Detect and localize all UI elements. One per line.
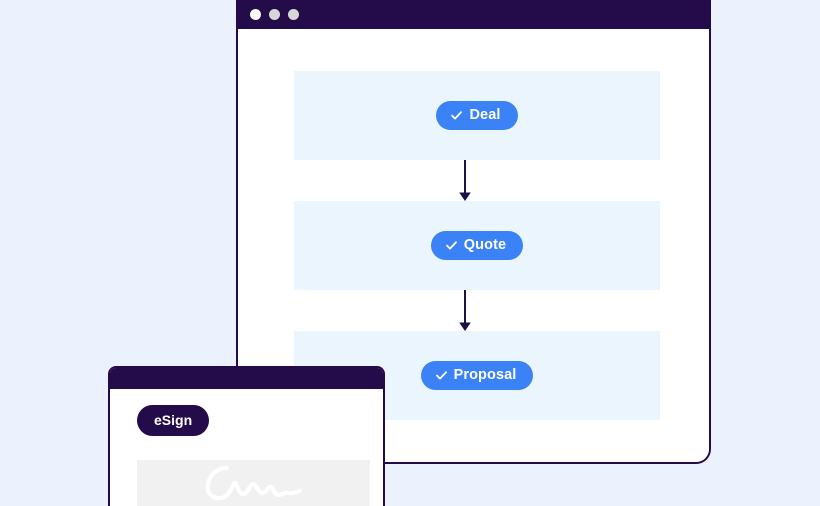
esign-badge[interactable]: eSign: [137, 405, 210, 436]
stage-pill-label: Proposal: [453, 366, 517, 383]
arrow-quote-to-proposal: [238, 290, 709, 332]
esign-window-body: eSign: [110, 389, 383, 506]
check-icon: [445, 239, 458, 252]
workflow-window: Deal Quote: [236, 0, 711, 464]
workflow-canvas: Deal Quote: [238, 29, 709, 462]
check-icon: [435, 369, 448, 382]
window-dot-maximize[interactable]: [288, 9, 299, 20]
arrow-deal-to-quote: [238, 160, 709, 202]
stage-pill-label: Quote: [463, 236, 507, 253]
workflow-step-row-deal: Deal: [294, 71, 660, 160]
signature-field[interactable]: [137, 460, 370, 506]
window-dot-minimize[interactable]: [269, 9, 280, 20]
workflow-step-row-quote: Quote: [294, 201, 660, 290]
window-dot-close[interactable]: [250, 9, 261, 20]
stage-pill-deal[interactable]: Deal: [436, 100, 518, 131]
esign-window: eSign: [108, 366, 385, 506]
stage-pill-proposal[interactable]: Proposal: [420, 360, 534, 391]
stage-pill-quote[interactable]: Quote: [430, 230, 524, 261]
workflow-window-titlebar: [236, 0, 711, 29]
esign-badge-label: eSign: [154, 412, 193, 428]
check-icon: [450, 109, 463, 122]
stage-pill-label: Deal: [469, 106, 501, 123]
esign-window-titlebar: [110, 368, 383, 389]
